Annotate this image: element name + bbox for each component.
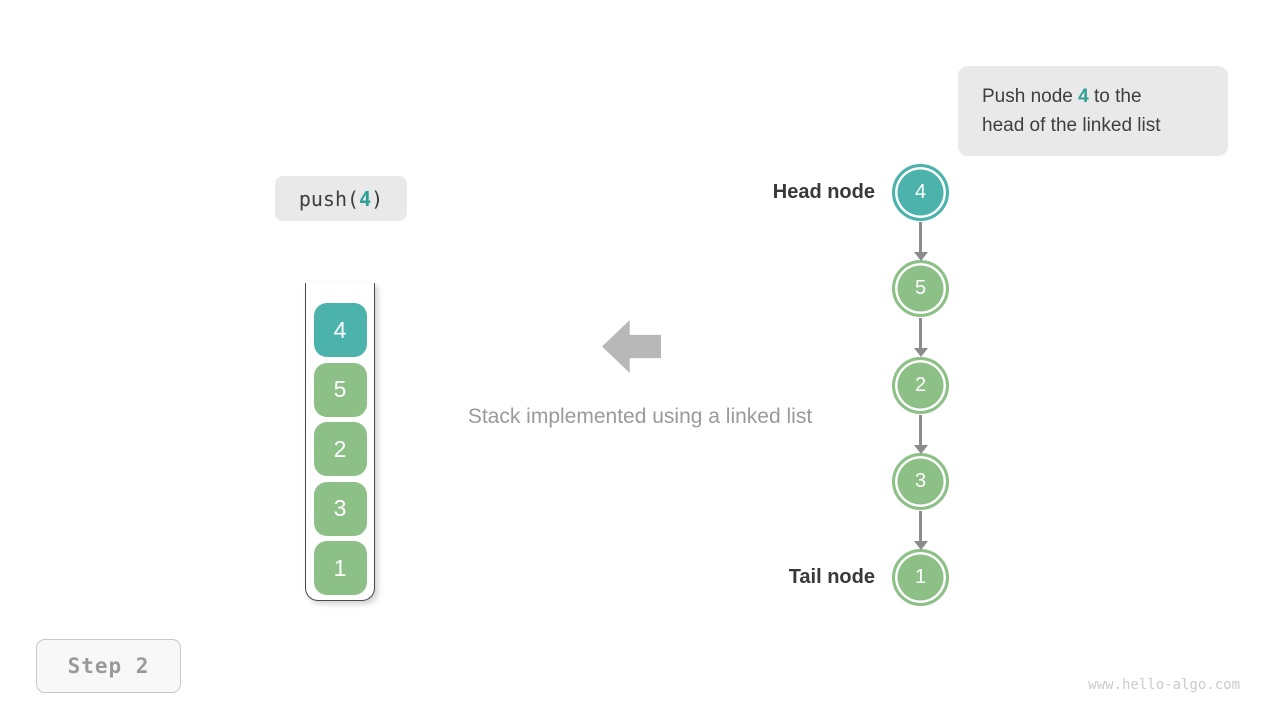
operation-value: 4 — [359, 186, 372, 211]
operation-label: push(4) — [275, 176, 407, 221]
stack-cell: 4 — [313, 303, 367, 357]
annotation-highlight-value: 4 — [1078, 86, 1089, 107]
down-arrow-icon — [913, 511, 929, 550]
down-arrow-icon — [913, 222, 929, 261]
operation-prefix: push( — [298, 186, 360, 211]
head-node-label: Head node — [772, 181, 875, 203]
down-arrow-icon — [913, 318, 929, 357]
list-node: 1 — [892, 549, 949, 606]
annotation-text: to the — [1088, 86, 1142, 107]
annotation-bubble: Push node 4 to the head of the linked li… — [958, 66, 1228, 156]
watermark: www.hello-algo.com — [1088, 677, 1240, 693]
stack-cell: 3 — [313, 481, 367, 536]
list-node: 3 — [892, 453, 949, 510]
operation-suffix: ) — [371, 186, 384, 211]
stack-container: 4 5 2 3 1 — [305, 283, 375, 601]
tail-node-label: Tail node — [788, 566, 875, 588]
annotation-text-line2: head of the linked list — [982, 115, 1161, 136]
list-node: 4 — [892, 164, 949, 221]
step-badge: Step 2 — [36, 639, 181, 693]
list-node: 5 — [892, 260, 949, 317]
stack-cell: 1 — [313, 541, 367, 595]
stack-cell: 2 — [313, 422, 367, 476]
left-arrow-icon — [602, 320, 661, 373]
stack-cell: 5 — [313, 362, 367, 417]
annotation-text: Push node — [982, 86, 1079, 107]
list-node: 2 — [892, 357, 949, 414]
caption: Stack implemented using a linked list — [467, 405, 813, 428]
down-arrow-icon — [913, 415, 929, 454]
